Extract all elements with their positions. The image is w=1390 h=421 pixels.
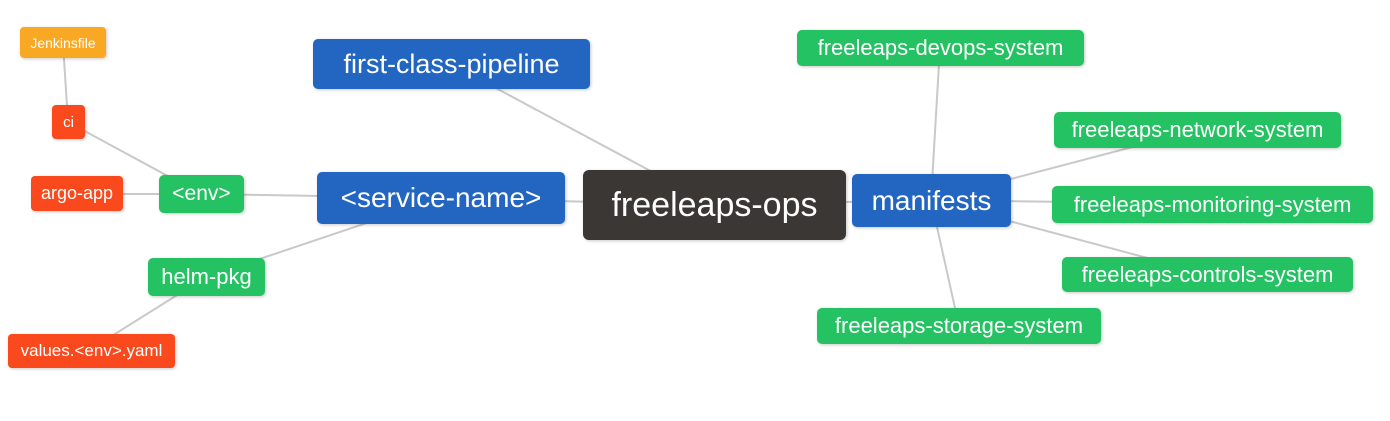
node-jenkinsfile[interactable]: Jenkinsfile bbox=[20, 27, 106, 58]
node-argo-app[interactable]: argo-app bbox=[31, 176, 123, 211]
node-ci[interactable]: ci bbox=[52, 105, 85, 139]
node-helm-pkg[interactable]: helm-pkg bbox=[148, 258, 265, 296]
node-first-class-pipeline[interactable]: first-class-pipeline bbox=[313, 39, 590, 89]
node-service-name[interactable]: <service-name> bbox=[317, 172, 565, 224]
node-env[interactable]: <env> bbox=[159, 175, 244, 213]
node-freeleaps-ops[interactable]: freeleaps-ops bbox=[583, 170, 846, 240]
node-values-env-yaml[interactable]: values.<env>.yaml bbox=[8, 334, 175, 368]
node-freeleaps-storage-system[interactable]: freeleaps-storage-system bbox=[817, 308, 1101, 344]
node-freeleaps-devops-system[interactable]: freeleaps-devops-system bbox=[797, 30, 1084, 66]
node-freeleaps-network-system[interactable]: freeleaps-network-system bbox=[1054, 112, 1341, 148]
node-freeleaps-controls-system[interactable]: freeleaps-controls-system bbox=[1062, 257, 1353, 292]
node-manifests[interactable]: manifests bbox=[852, 174, 1011, 227]
node-freeleaps-monitoring-system[interactable]: freeleaps-monitoring-system bbox=[1052, 186, 1373, 223]
